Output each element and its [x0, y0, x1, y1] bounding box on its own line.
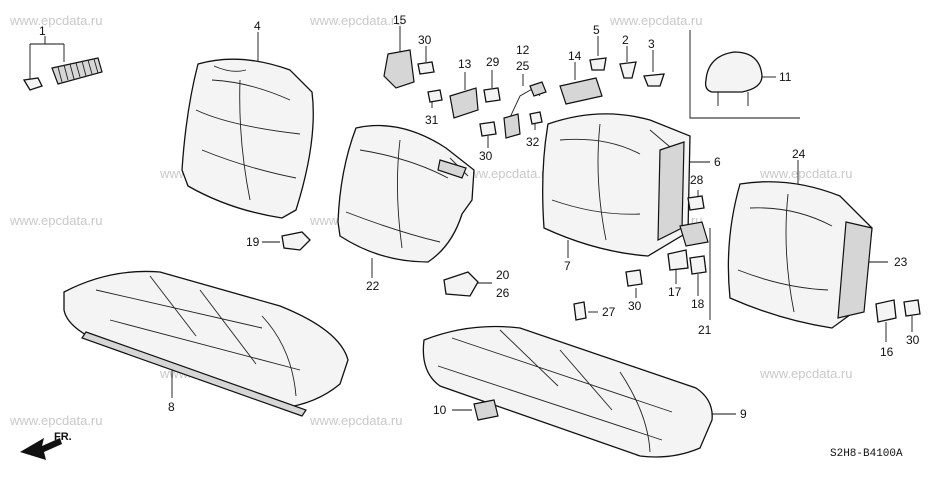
callout-7: 7	[564, 259, 571, 273]
callout-29: 29	[486, 55, 500, 69]
watermark: www.epcdata.ru	[309, 13, 403, 28]
watermark: www.epcdata.ru	[609, 13, 703, 28]
callout-30: 30	[906, 333, 920, 347]
callout-16: 16	[880, 345, 894, 359]
callout-30: 30	[479, 149, 493, 163]
callout-2: 2	[622, 33, 629, 47]
callout-32: 32	[526, 135, 540, 149]
callout-6: 6	[714, 155, 721, 169]
diagram-code: S2H8-B4100A	[830, 448, 903, 460]
callout-30: 30	[628, 299, 642, 313]
callout-21: 21	[698, 323, 712, 337]
callout-20: 20	[496, 268, 510, 282]
callout-30: 30	[418, 33, 432, 47]
callout-5: 5	[593, 23, 600, 37]
watermark: www.epcdata.ru	[759, 366, 853, 381]
callout-27: 27	[602, 305, 616, 319]
front-arrow: FR.	[20, 431, 72, 460]
callout-23: 23	[894, 255, 908, 269]
watermark: www.epcdata.ru	[9, 213, 103, 228]
part-19-cap	[262, 231, 311, 251]
callout-19: 19	[246, 235, 260, 249]
callouts: 1 4 15 30 31 13 29 12 25 32 30 14 5 2 3 …	[39, 13, 920, 421]
latch-hardware	[559, 36, 665, 105]
watermark: www.epcdata.ru	[309, 413, 403, 428]
callout-25: 25	[516, 59, 530, 73]
callout-1: 1	[39, 24, 46, 38]
bracket-hardware	[383, 26, 547, 148]
callout-11: 11	[779, 70, 792, 84]
callout-3: 3	[648, 37, 655, 51]
callout-14: 14	[568, 49, 582, 63]
callout-31: 31	[425, 113, 439, 127]
part-11-headrest	[689, 30, 800, 119]
callout-9: 9	[740, 407, 747, 421]
recliner-hardware	[573, 190, 711, 321]
callout-13: 13	[458, 57, 472, 71]
part-6-7-seatback-frame	[542, 113, 710, 258]
part-22-seatback-center	[337, 124, 475, 278]
callout-24: 24	[792, 147, 806, 161]
callout-17: 17	[668, 285, 682, 299]
part-9-seat-cushion	[422, 325, 736, 458]
watermark: www.epcdata.ru	[759, 166, 853, 181]
callout-26: 26	[496, 286, 510, 300]
part-4-seatback-cover	[181, 32, 314, 219]
callout-12: 12	[516, 43, 530, 57]
part-1-clips	[22, 36, 103, 91]
callout-18: 18	[691, 297, 705, 311]
callout-4: 4	[254, 19, 261, 33]
part-8-seat-cushion	[63, 270, 349, 417]
callout-22: 22	[366, 279, 380, 293]
callout-15: 15	[393, 13, 407, 27]
watermark: www.epcdata.ru	[459, 166, 553, 181]
callout-10: 10	[433, 403, 447, 417]
part-24-seatback-assembly	[727, 160, 921, 342]
watermark: www.epcdata.ru	[9, 413, 103, 428]
callout-28: 28	[690, 173, 704, 187]
watermark: www.epcdata.ru	[9, 13, 103, 28]
callout-8: 8	[168, 400, 175, 414]
front-arrow-label: FR.	[54, 431, 72, 443]
part-20-26-cap	[443, 271, 492, 297]
